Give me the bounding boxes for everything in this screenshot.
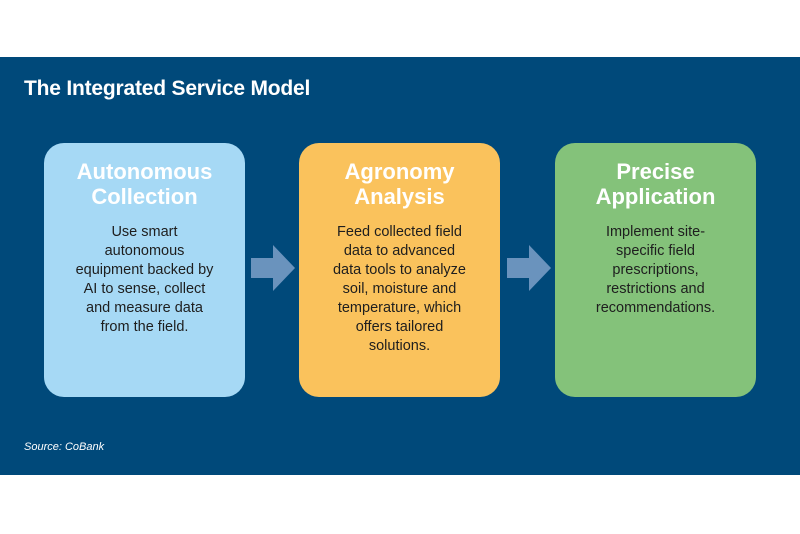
step-card-autonomous-collection: Autonomous Collection Use smart autonomo… (44, 143, 245, 397)
arrow-right-icon (507, 245, 551, 291)
step-heading: Autonomous Collection (76, 159, 213, 209)
diagram-panel: The Integrated Service Model Autonomous … (0, 57, 800, 475)
step-heading: Precise Application (595, 159, 716, 209)
arrow-right-icon (251, 245, 295, 291)
step-description: Feed collected field data to advanced da… (332, 224, 466, 354)
step-heading: Agronomy Analysis (344, 159, 455, 209)
step-card-agronomy-analysis: Agronomy Analysis Feed collected field d… (299, 143, 500, 397)
step-description: Use smart autonomous equipment backed by… (75, 224, 214, 335)
step-description: Implement site-specific field prescripti… (595, 224, 716, 316)
step-card-precise-application: Precise Application Implement site-speci… (555, 143, 756, 397)
source-note: Source: CoBank (24, 441, 105, 453)
diagram-title: The Integrated Service Model (24, 77, 311, 100)
